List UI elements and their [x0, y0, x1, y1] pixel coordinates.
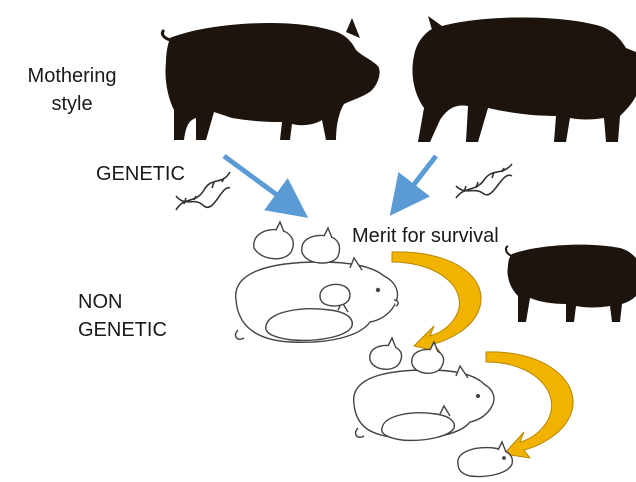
- genetic-arrows: [224, 156, 436, 206]
- genetic-label: GENETIC: [96, 160, 185, 188]
- nongenetic-arrow-1: [392, 252, 481, 352]
- nongenetic-arrow-2: [486, 352, 573, 458]
- pig-silhouette: [506, 245, 636, 322]
- boar-silhouette: [412, 16, 636, 142]
- sow-silhouette: [162, 18, 379, 140]
- piglet-drawing: [458, 442, 513, 477]
- non-genetic-line1: NON: [78, 288, 167, 316]
- mothering-style-label: Mothering style: [12, 62, 132, 118]
- mothering-style-line1: Mothering: [12, 62, 132, 90]
- dna-icon: [456, 164, 512, 198]
- non-genetic-label: NON GENETIC: [78, 288, 167, 344]
- mothering-style-line2: style: [12, 90, 132, 118]
- genetic-arrow-from-boar: [402, 156, 436, 200]
- genetic-arrow-from-sow: [224, 156, 292, 206]
- sow-with-piglets-drawing: [354, 338, 494, 440]
- merit-for-survival-label: Merit for survival: [352, 222, 499, 250]
- non-genetic-line2: GENETIC: [78, 316, 167, 344]
